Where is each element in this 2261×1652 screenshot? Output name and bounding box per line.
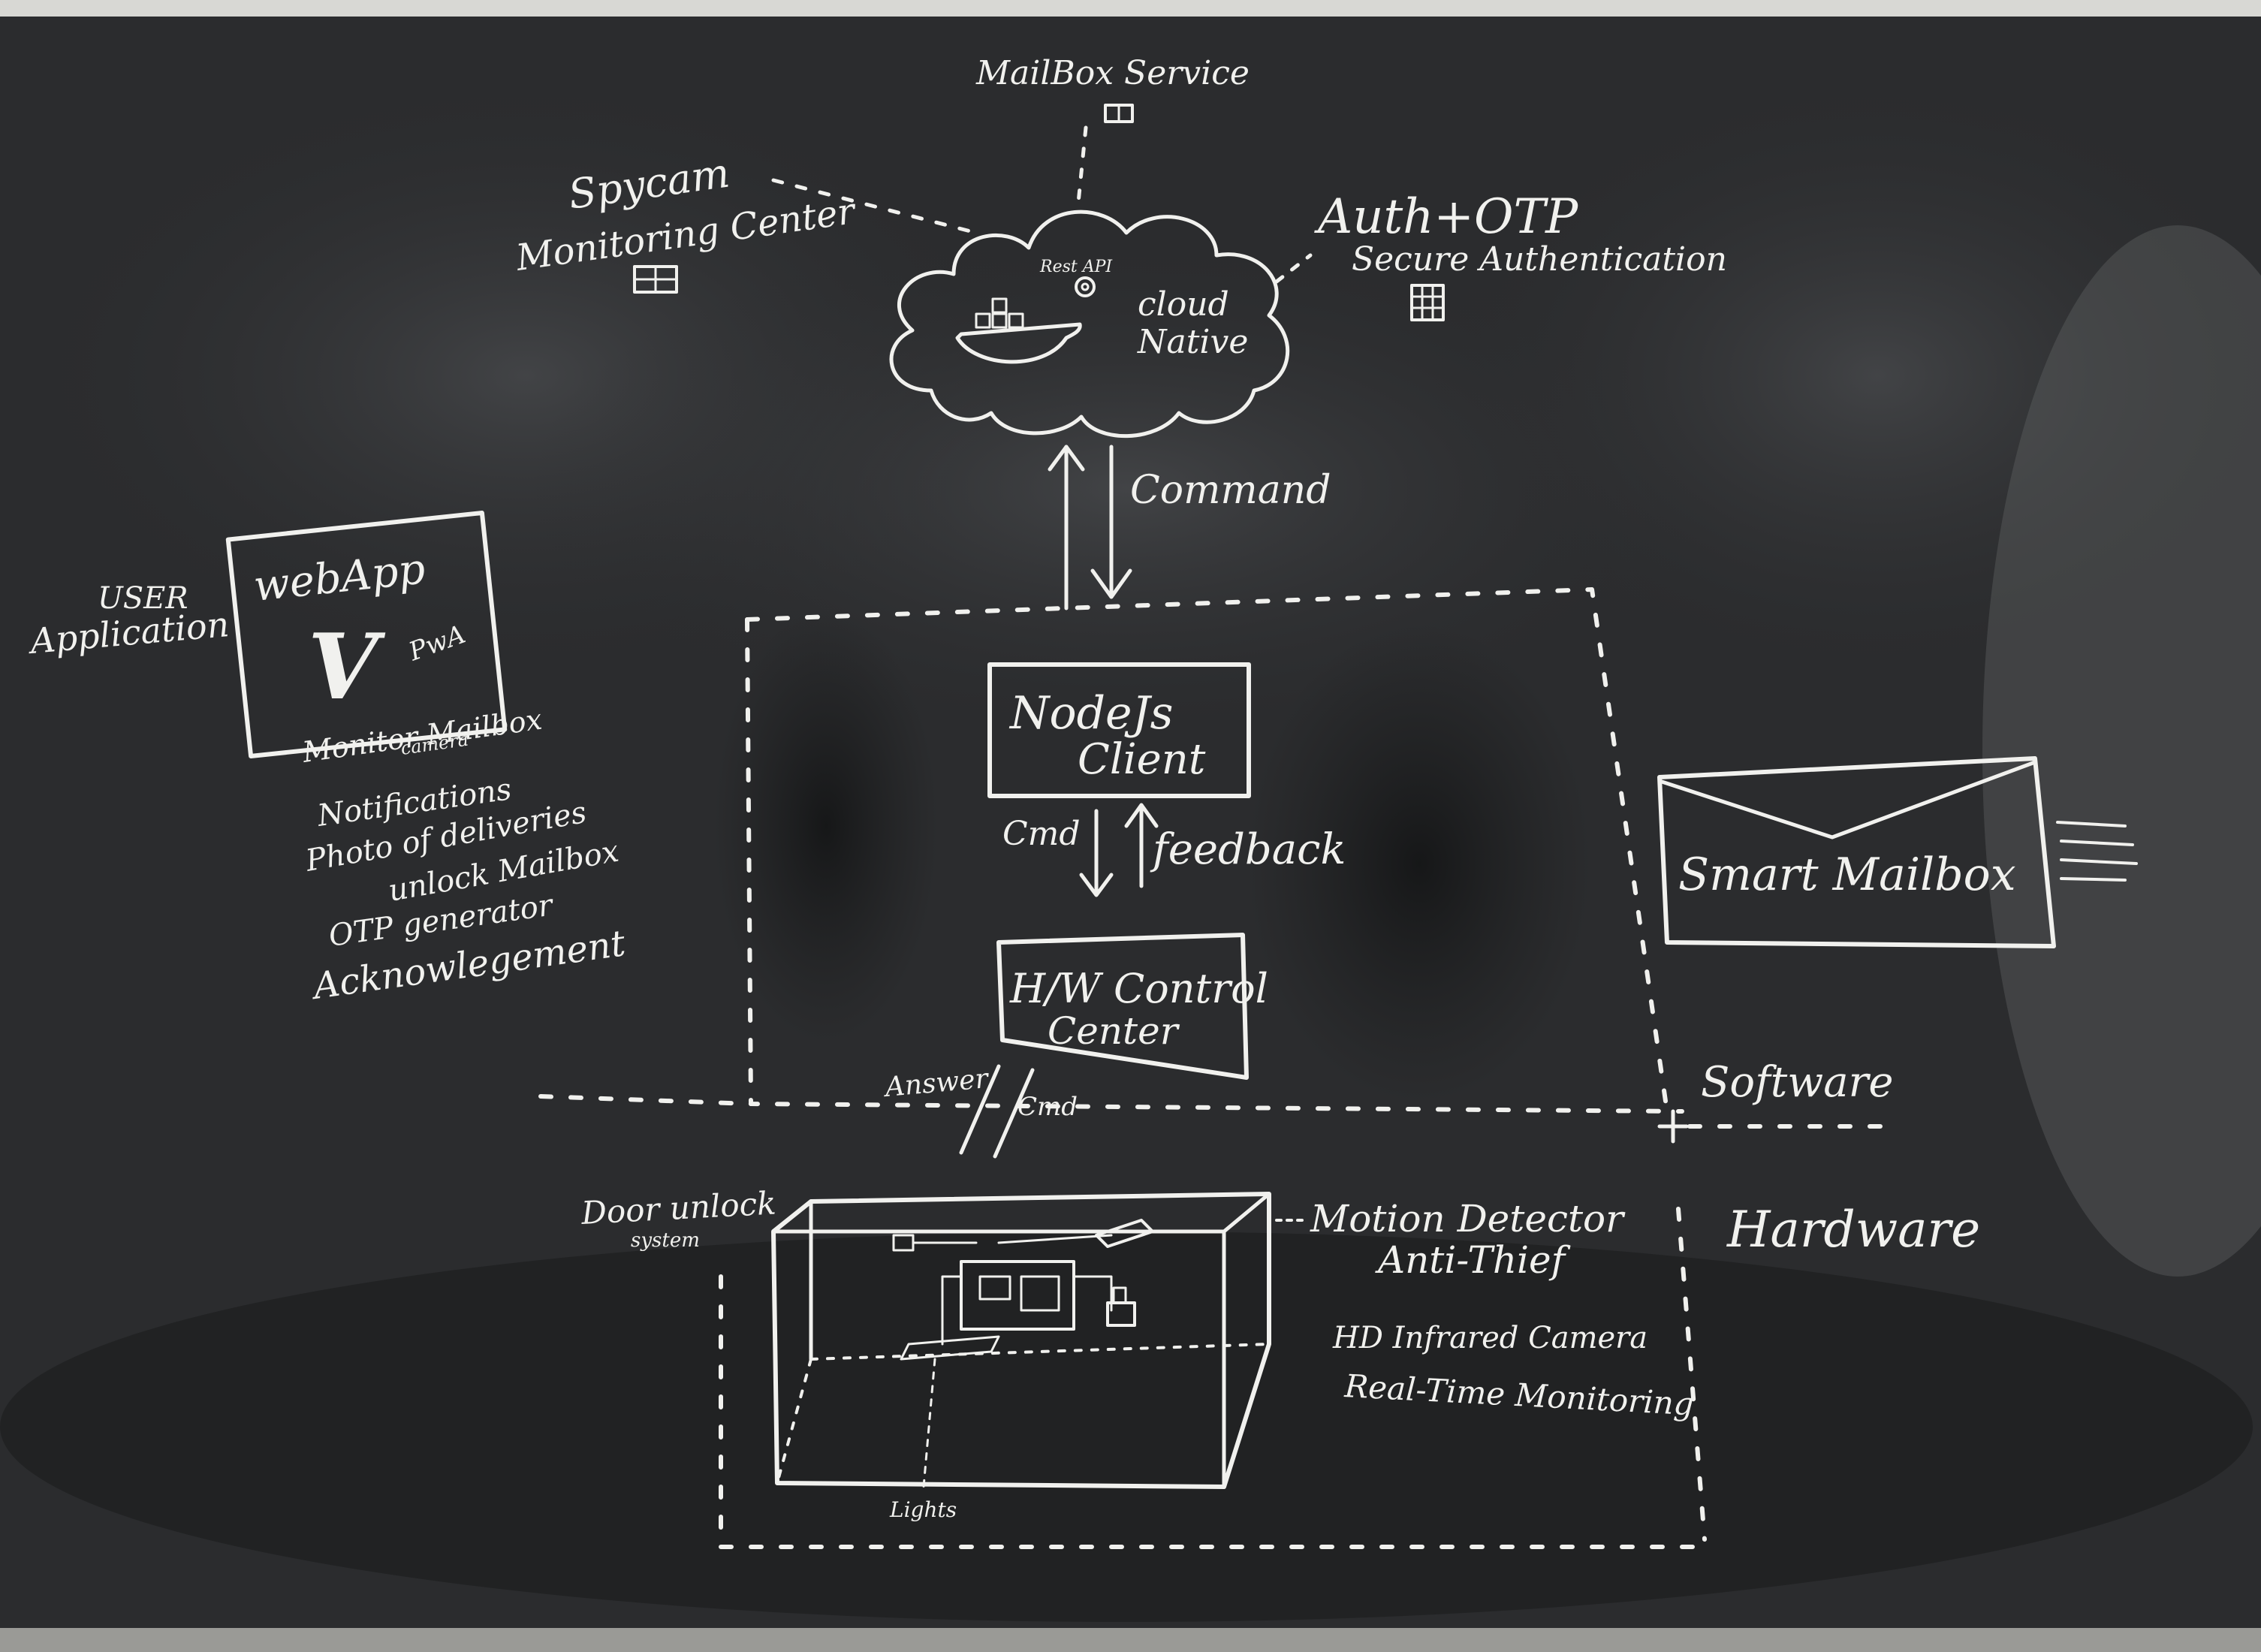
client-control-arrows: Cmd feedback [1002, 803, 1346, 897]
motion-line1: Motion Detector [1310, 1197, 1626, 1241]
cloud-shape [889, 210, 1290, 439]
auth-line2: Secure Authentication [1352, 240, 1727, 279]
hardware-boundary [719, 1207, 1707, 1549]
nodejs-line1: NodeJs [1008, 687, 1173, 740]
smart-mailbox-label: Smart Mailbox [1678, 849, 2016, 901]
docker-whale-icon [955, 297, 1082, 364]
sensor-icon [997, 1219, 1154, 1248]
auth-connector [1274, 253, 1313, 284]
cloud-service: MailBox Service Rest API cloud Native [889, 54, 1290, 439]
server-icon [1104, 104, 1134, 123]
grid-icon [1410, 284, 1445, 321]
nodejs-box [987, 662, 1251, 798]
cmd-label: Cmd [1002, 815, 1081, 853]
auth-otp: Auth+OTP Secure Authentication [1274, 189, 1727, 321]
feedback-label: feedback [1150, 825, 1346, 874]
mailbox-service-label: MailBox Service [975, 54, 1250, 92]
command-label: Command [1130, 468, 1331, 513]
grid-icon [633, 265, 678, 294]
hardware-enclosure [771, 1192, 1271, 1489]
lights-label: Lights [889, 1497, 957, 1522]
hardware-label: Hardware [1726, 1201, 1980, 1259]
nodejs-client: NodeJs Client [987, 662, 1251, 798]
software-label: Software [1701, 1058, 1894, 1107]
hw-line1: H/W Control [1009, 965, 1268, 1012]
service-connector [1076, 125, 1088, 205]
webapp-box [225, 511, 508, 758]
cmd-label-2: Cmd [1017, 1092, 1078, 1122]
cloud-native-line1: cloud [1138, 285, 1229, 324]
user-label: USER [98, 581, 188, 616]
lock-icon [892, 1234, 978, 1252]
hw-line2: Center [1048, 1009, 1180, 1053]
rest-api-label: Rest API [1039, 258, 1113, 276]
gear-icon [1075, 276, 1096, 297]
envelope-icon [1657, 756, 2056, 948]
hw-control-center: H/W Control Center [996, 933, 1268, 1080]
camera-icon [1106, 1286, 1136, 1327]
command-arrows: Command [1048, 445, 1331, 610]
software-boundary [538, 587, 1895, 1144]
door-unlock-line2: system [631, 1229, 700, 1252]
auth-line1: Auth+OTP [1314, 189, 1578, 245]
vue-logo-icon: V [308, 614, 386, 720]
nodejs-line2: Client [1078, 735, 1206, 784]
motion-lines-icon [2056, 821, 2138, 882]
camera-line1: HD Infrared Camera [1332, 1321, 1648, 1355]
hw-box [996, 933, 1249, 1080]
circuit-board-icon [900, 1260, 1113, 1361]
motion-line2: Anti-Thief [1375, 1238, 1571, 1282]
smart-mailbox: Smart Mailbox [1657, 756, 2138, 948]
hardware-link-arrows: Answer Cmd [882, 1063, 1078, 1159]
cloud-native-line2: Native [1137, 323, 1248, 361]
spycam-connector [771, 178, 978, 235]
